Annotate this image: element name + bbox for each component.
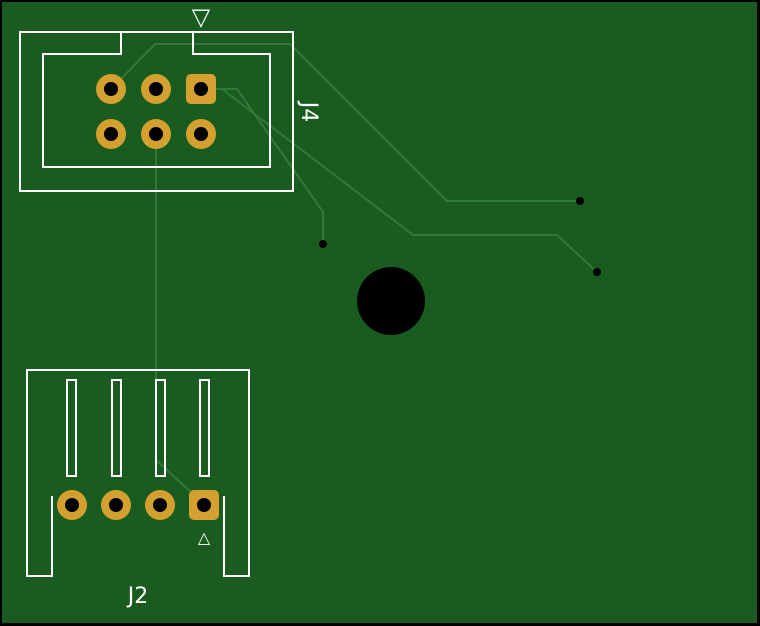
j2-body-outline: [26, 369, 250, 577]
drill-hole: [197, 498, 211, 512]
drill-hole: [153, 498, 167, 512]
j2-outline: [26, 369, 250, 577]
j4-outline: [19, 31, 294, 192]
drill-hole: [194, 82, 208, 96]
j2-pin-slot: [155, 379, 166, 477]
j2-pin-slot: [111, 379, 122, 477]
j2-reference-label: J2: [126, 584, 149, 609]
trace-1: [110, 43, 580, 202]
vias: [319, 197, 601, 276]
drill-hole: [149, 82, 163, 96]
mounting-hole: [357, 267, 425, 335]
j4-pads: [96, 74, 216, 149]
drill-hole: [104, 82, 118, 96]
via: [593, 268, 601, 276]
j2-pin-slot: [66, 379, 77, 477]
j4-pin1-marker: ▽: [192, 3, 211, 31]
via: [319, 240, 327, 248]
j4-reference-label: J4: [296, 100, 321, 123]
j2-pin-slot: [199, 379, 210, 477]
j2-pads: [57, 490, 219, 520]
drill-hole: [109, 498, 123, 512]
j2-pin1-marker: △: [198, 528, 211, 547]
drill-hole: [65, 498, 79, 512]
via: [576, 197, 584, 205]
j4-outer-outline: [19, 31, 294, 192]
j4-inner-outline: [42, 32, 271, 168]
drill-hole: [149, 127, 163, 141]
drill-hole: [194, 127, 208, 141]
drill-hole: [104, 127, 118, 141]
